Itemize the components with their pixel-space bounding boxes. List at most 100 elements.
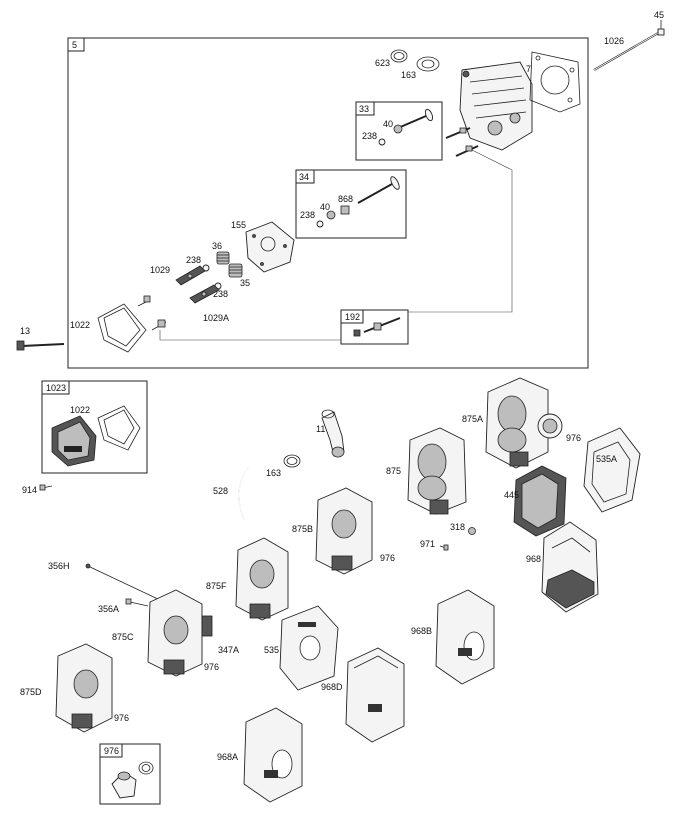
choke-link-356h[interactable] xyxy=(85,563,161,601)
callout-623: 623 xyxy=(375,58,390,68)
bolt-13[interactable] xyxy=(16,340,65,351)
link-356a[interactable] xyxy=(125,598,149,607)
air-cleaner-cover-968[interactable] xyxy=(541,521,599,613)
valve-seal-868[interactable] xyxy=(340,205,350,215)
rocker-stud-192[interactable] xyxy=(353,317,401,337)
valve-spring-35[interactable] xyxy=(228,263,243,278)
breather-tube-11[interactable] xyxy=(321,409,345,458)
callout-356h: 356H xyxy=(48,561,70,571)
elbow-976-a[interactable] xyxy=(537,413,563,439)
gasket-163-intake[interactable] xyxy=(416,56,440,72)
valve-spring-retainer-40-a[interactable] xyxy=(393,124,403,134)
air-cleaner-cover-968b[interactable] xyxy=(435,589,495,685)
callout-33: 33 xyxy=(359,104,369,114)
rocker-nut-b[interactable] xyxy=(151,319,167,331)
callout-528: 528 xyxy=(213,486,228,496)
foam-pre-cleaner-535[interactable] xyxy=(279,605,339,691)
kit-box-33 xyxy=(355,101,443,161)
callout-238-a: 238 xyxy=(362,131,377,141)
air-filter-445[interactable] xyxy=(513,465,567,537)
callout-1023: 1023 xyxy=(46,383,66,393)
o-ring-623[interactable] xyxy=(390,49,408,63)
callout-971: 971 xyxy=(420,539,435,549)
leader-192 xyxy=(408,149,513,313)
screw-971[interactable] xyxy=(439,544,449,551)
callout-1029a: 1029A xyxy=(203,313,229,323)
valve-cover-gasket-1022[interactable] xyxy=(97,303,147,353)
kit-box-976 xyxy=(99,743,161,805)
valve-spring-36[interactable] xyxy=(216,251,230,265)
callout-11: 11 xyxy=(316,424,325,434)
callout-535: 535 xyxy=(264,645,279,655)
callout-35: 35 xyxy=(240,278,250,288)
callout-914: 914 xyxy=(22,485,37,495)
kit-tag-5 xyxy=(67,37,85,52)
kit-box-34 xyxy=(295,169,407,239)
callout-1022-b: 1022 xyxy=(70,405,90,415)
clamp-976-kit[interactable] xyxy=(138,761,154,775)
valve-intake[interactable] xyxy=(357,175,401,204)
callout-155: 155 xyxy=(231,220,246,230)
callout-976-a: 976 xyxy=(566,433,581,443)
callout-868: 868 xyxy=(338,194,353,204)
head-gasket-7[interactable] xyxy=(529,51,581,113)
callout-356a: 356A xyxy=(98,604,119,614)
callout-34: 34 xyxy=(299,172,309,182)
rocker-arm-1029a[interactable] xyxy=(189,284,220,304)
callout-968b: 968B xyxy=(411,626,432,636)
callout-875d: 875D xyxy=(20,687,42,697)
callout-968: 968 xyxy=(526,554,541,564)
bolt-45[interactable] xyxy=(657,20,665,36)
callout-445: 445 xyxy=(504,490,519,500)
air-cleaner-base-875[interactable] xyxy=(407,427,467,515)
callout-192: 192 xyxy=(345,312,360,322)
callout-45: 45 xyxy=(654,10,664,20)
rocker-nut-a[interactable] xyxy=(137,295,151,307)
rocker-arm-1029[interactable] xyxy=(175,265,206,286)
clamp-163[interactable] xyxy=(283,454,301,468)
callout-875: 875 xyxy=(386,466,401,476)
screw-914[interactable] xyxy=(39,484,53,491)
air-cleaner-base-875c[interactable] xyxy=(147,589,213,677)
air-cleaner-cover-968d[interactable] xyxy=(345,647,405,743)
callout-1022-a: 1022 xyxy=(70,320,90,330)
air-cleaner-base-875b[interactable] xyxy=(315,487,373,575)
pre-cleaner-535a[interactable] xyxy=(583,427,641,513)
rocker-studs[interactable] xyxy=(445,127,479,157)
valve-exhaust[interactable] xyxy=(397,108,434,129)
callout-976-b: 976 xyxy=(380,553,395,563)
air-cleaner-base-875a[interactable] xyxy=(485,377,549,469)
valve-keeper-238-b[interactable] xyxy=(316,220,324,228)
elbow-976-kit[interactable] xyxy=(111,771,137,799)
callout-875c: 875C xyxy=(112,632,134,642)
callout-875f: 875F xyxy=(206,581,227,591)
valve-keeper-238-a[interactable] xyxy=(378,138,386,146)
callout-5: 5 xyxy=(72,40,77,50)
tube-528[interactable] xyxy=(238,467,249,521)
valve-keeper-238-c[interactable] xyxy=(202,264,210,272)
cylinder-head[interactable] xyxy=(459,61,533,151)
callout-1026: 1026 xyxy=(604,36,624,46)
callout-13: 13 xyxy=(20,326,30,336)
callout-238-c: 238 xyxy=(186,255,201,265)
callout-36: 36 xyxy=(212,241,222,251)
callout-976-e: 976 xyxy=(104,746,119,756)
air-cleaner-cover-968a[interactable] xyxy=(243,707,303,803)
callout-238-d: 238 xyxy=(213,289,228,299)
callout-968a: 968A xyxy=(217,752,238,762)
valve-cover-gasket-1022-b[interactable] xyxy=(97,405,141,451)
valve-spring-retainer-40-b[interactable] xyxy=(326,210,336,220)
callout-238-b: 238 xyxy=(300,210,315,220)
callout-163-intake: 163 xyxy=(401,70,416,80)
callout-976-d: 976 xyxy=(114,713,129,723)
spacer-155[interactable] xyxy=(245,221,295,273)
air-cleaner-base-875d[interactable] xyxy=(55,643,113,733)
kit-tag-34 xyxy=(295,169,315,184)
callout-40-a: 40 xyxy=(383,119,393,129)
valve-cover[interactable] xyxy=(51,415,97,467)
nut-318[interactable] xyxy=(468,527,476,535)
callout-535a: 535A xyxy=(596,454,617,464)
callout-318: 318 xyxy=(450,522,465,532)
air-cleaner-base-875f[interactable] xyxy=(235,537,289,621)
